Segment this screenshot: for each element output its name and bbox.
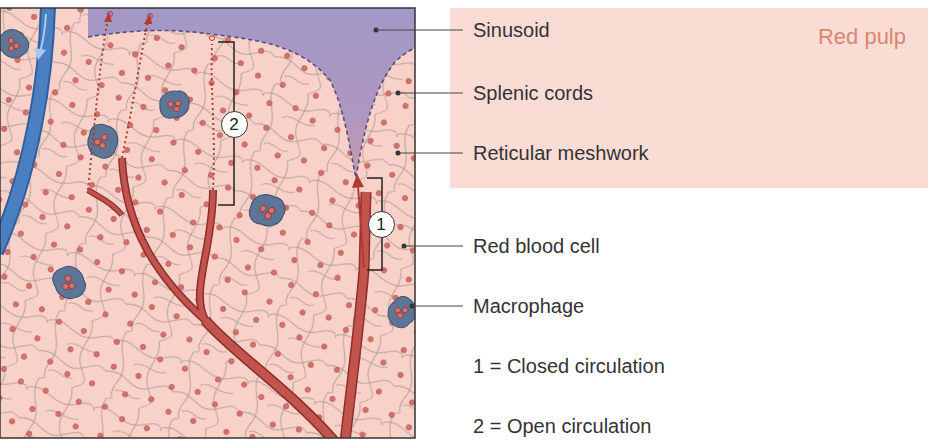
callout-number: 1 bbox=[368, 211, 395, 238]
callout-text: 2 bbox=[229, 116, 238, 133]
part-label: Red blood cell bbox=[473, 234, 600, 258]
callout-number: 2 bbox=[221, 111, 248, 138]
part-label: Splenic cords bbox=[473, 81, 593, 105]
region-title: Red pulp bbox=[818, 24, 906, 50]
part-label: Macrophage bbox=[473, 294, 584, 318]
part-label: Reticular meshwork bbox=[473, 141, 649, 165]
key-note: 1 = Closed circulation bbox=[473, 354, 665, 378]
callout-text: 1 bbox=[376, 216, 385, 233]
part-label: Sinusoid bbox=[473, 18, 550, 42]
key-note: 2 = Open circulation bbox=[473, 414, 651, 438]
